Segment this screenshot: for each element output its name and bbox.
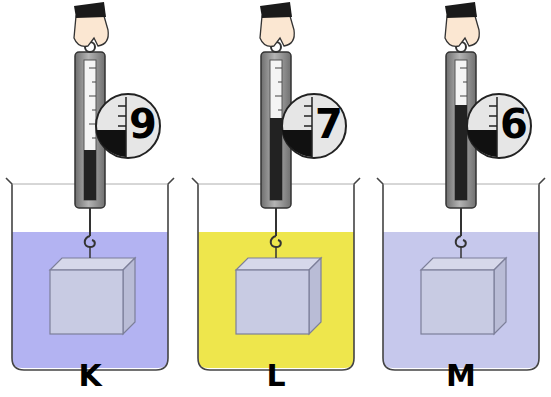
scale-tick [275,96,282,97]
indicator [270,118,282,200]
magnified-tick [118,125,126,127]
scale-tick [278,82,282,83]
hook [275,208,277,236]
scale-tick [275,68,282,69]
magnified-tick [489,115,497,117]
scale-reading: 6 [500,104,528,144]
magnified-tick [304,115,312,117]
cube [236,270,309,334]
scale-reading: 9 [129,104,157,144]
hand [445,16,479,46]
liquid [12,232,168,368]
hook [85,236,95,247]
scale-tick [278,110,282,111]
scale-window [270,60,282,200]
magnified-tick [118,115,126,117]
cube [50,270,123,334]
cube [494,258,506,334]
scale-tick [92,138,96,139]
magnified-tick [304,125,312,127]
scale-tick [460,68,467,69]
indicator [455,105,467,200]
scale-tick [92,110,96,111]
liquid [198,232,354,368]
scale-tick [89,68,96,69]
scale-window [455,60,467,200]
beaker-setup [192,2,360,370]
cube [236,258,321,270]
cube [421,270,494,334]
magnified-scale [125,97,127,157]
scale-reading: 7 [315,104,343,144]
magnified-indicator [467,130,497,157]
scale-tick [463,82,467,83]
hook [89,208,91,236]
beaker-label: L [266,361,285,391]
magnified-scale [311,97,313,157]
cube [421,258,506,270]
beaker-setup [377,2,545,370]
string [89,247,91,258]
hand [74,16,108,46]
string [275,247,277,258]
hook [456,236,466,247]
magnified-tick [118,105,126,107]
cuff [74,2,106,18]
magnified-tick [304,105,312,107]
indicator [84,150,96,200]
magnifier [282,94,346,158]
magnifier [467,94,531,158]
beaker-label: K [78,361,101,391]
cube [50,258,135,270]
string [460,247,462,258]
cuff [260,2,292,18]
magnified-scale [496,97,498,157]
cuff [445,2,477,18]
magnified-indicator [282,130,312,157]
beaker-label: M [446,361,476,391]
magnified-tick [489,125,497,127]
scale-tick [460,96,467,97]
liquid [383,232,539,368]
scale-tick [89,96,96,97]
magnifier [96,94,160,158]
hook [271,236,281,247]
scale-tick [92,82,96,83]
magnified-indicator [96,130,126,157]
hook [460,208,462,236]
magnified-tick [489,105,497,107]
hand [260,16,294,46]
cube [123,258,135,334]
scale-tick [89,124,96,125]
beaker-setup [6,2,174,370]
scale-window [84,60,96,200]
cube [309,258,321,334]
